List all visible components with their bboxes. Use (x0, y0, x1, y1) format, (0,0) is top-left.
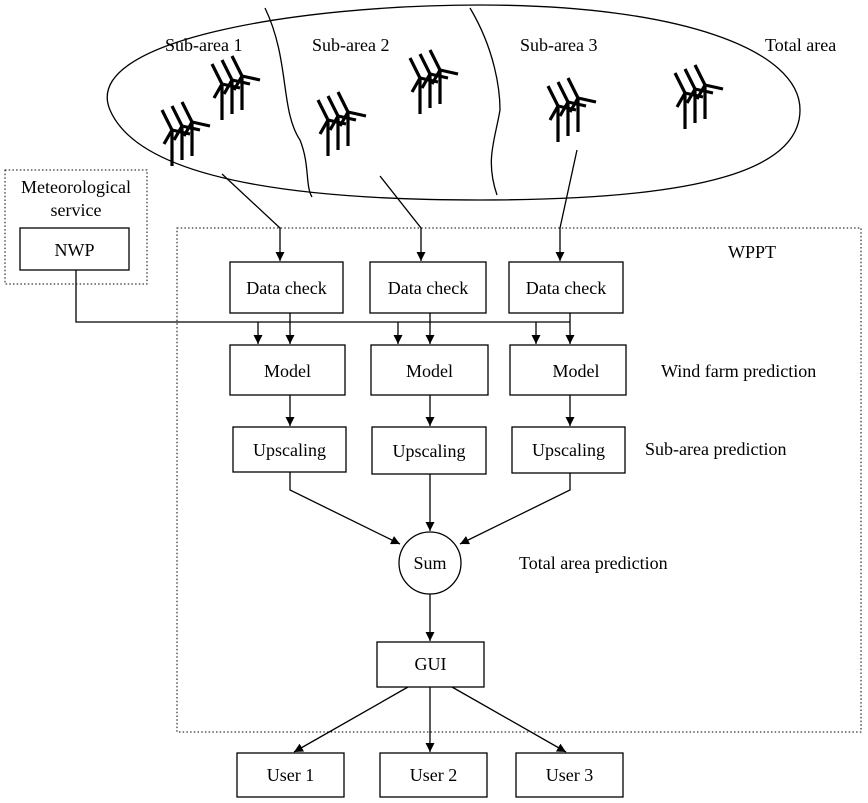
gui-to-users (293, 686, 567, 753)
service-label: service (51, 200, 102, 220)
user-label: User 2 (410, 765, 458, 785)
model-box (370, 344, 489, 396)
wind-turbine-icon (160, 100, 212, 168)
wind-turbine-icon (210, 54, 262, 122)
data-check-label: Data check (526, 278, 606, 298)
feed-line-1 (221, 173, 285, 261)
gui-box (376, 641, 485, 688)
sub-area-1-label: Sub-area 1 (165, 35, 242, 55)
data-check-box (229, 261, 344, 314)
sub-area-3-label: Sub-area 3 (520, 35, 597, 55)
nwp-feed-line (75, 270, 570, 323)
data-check-box (508, 261, 624, 314)
upscaling-1-to-sum (289, 472, 401, 545)
upscaling-3-to-sum (459, 473, 571, 545)
user-label: User 3 (546, 765, 594, 785)
user-box (236, 752, 345, 798)
user-label: User 1 (267, 765, 315, 785)
data-check-box (369, 261, 487, 314)
upscaling-box (511, 426, 626, 474)
gui-to-user-3-arrow (451, 686, 567, 753)
data-check-label: Data check (246, 278, 326, 298)
model-box (509, 344, 627, 396)
wind-turbine-icon (546, 76, 598, 144)
wind-turbine-icon (673, 63, 725, 131)
wind-turbine-icon (408, 48, 460, 116)
user-1: User 1 (236, 752, 345, 798)
column-3: Data check Model Upscaling (508, 261, 627, 474)
sub-area-feeds (221, 149, 578, 261)
model-label: Model (406, 361, 453, 381)
upscaling-to-sum (289, 472, 571, 545)
wind-farm-prediction-label: Wind farm prediction (661, 361, 816, 381)
nwp-label: NWP (55, 240, 95, 260)
user-3: User 3 (515, 752, 624, 798)
upscaling-label: Upscaling (253, 440, 326, 460)
sub-area-divider-2 (469, 7, 501, 196)
sum-label: Sum (413, 553, 446, 573)
model-label: Model (264, 361, 311, 381)
total-area-region: Sub-area 1 Sub-area 2 Sub-area 3 Total a… (106, 4, 836, 201)
total-area-boundary (106, 4, 801, 201)
feed-line-3 (555, 149, 578, 261)
meteorological-label: Meteorological (21, 177, 131, 197)
wppt-label: WPPT (728, 242, 776, 262)
total-area-label: Total area (765, 35, 836, 55)
nwp-distribution (75, 270, 570, 344)
gui-to-user-1-arrow (293, 686, 409, 753)
sub-area-prediction-label: Sub-area prediction (645, 439, 786, 459)
nwp-box (19, 227, 130, 271)
data-check-label: Data check (388, 278, 468, 298)
wppt-frame (176, 227, 862, 733)
upscaling-label: Upscaling (393, 441, 466, 461)
upscaling-box (371, 426, 487, 475)
feed-line-2 (379, 175, 426, 261)
upscaling-label: Upscaling (532, 440, 605, 460)
sub-area-2-label: Sub-area 2 (312, 35, 389, 55)
model-label: Model (553, 361, 600, 381)
user-2: User 2 (379, 752, 488, 798)
column-2: Data check Model Upscaling (369, 261, 489, 475)
total-area-prediction-label: Total area prediction (519, 553, 668, 573)
wind-turbine-icon (316, 90, 368, 158)
sub-area-divider-1 (264, 7, 313, 198)
meteorological-service: Meteorological service NWP (4, 169, 148, 285)
column-1: Data check Model Upscaling (229, 261, 347, 473)
model-box (229, 344, 346, 396)
gui-label: GUI (415, 654, 447, 674)
user-box (379, 752, 488, 798)
user-box (515, 752, 624, 798)
